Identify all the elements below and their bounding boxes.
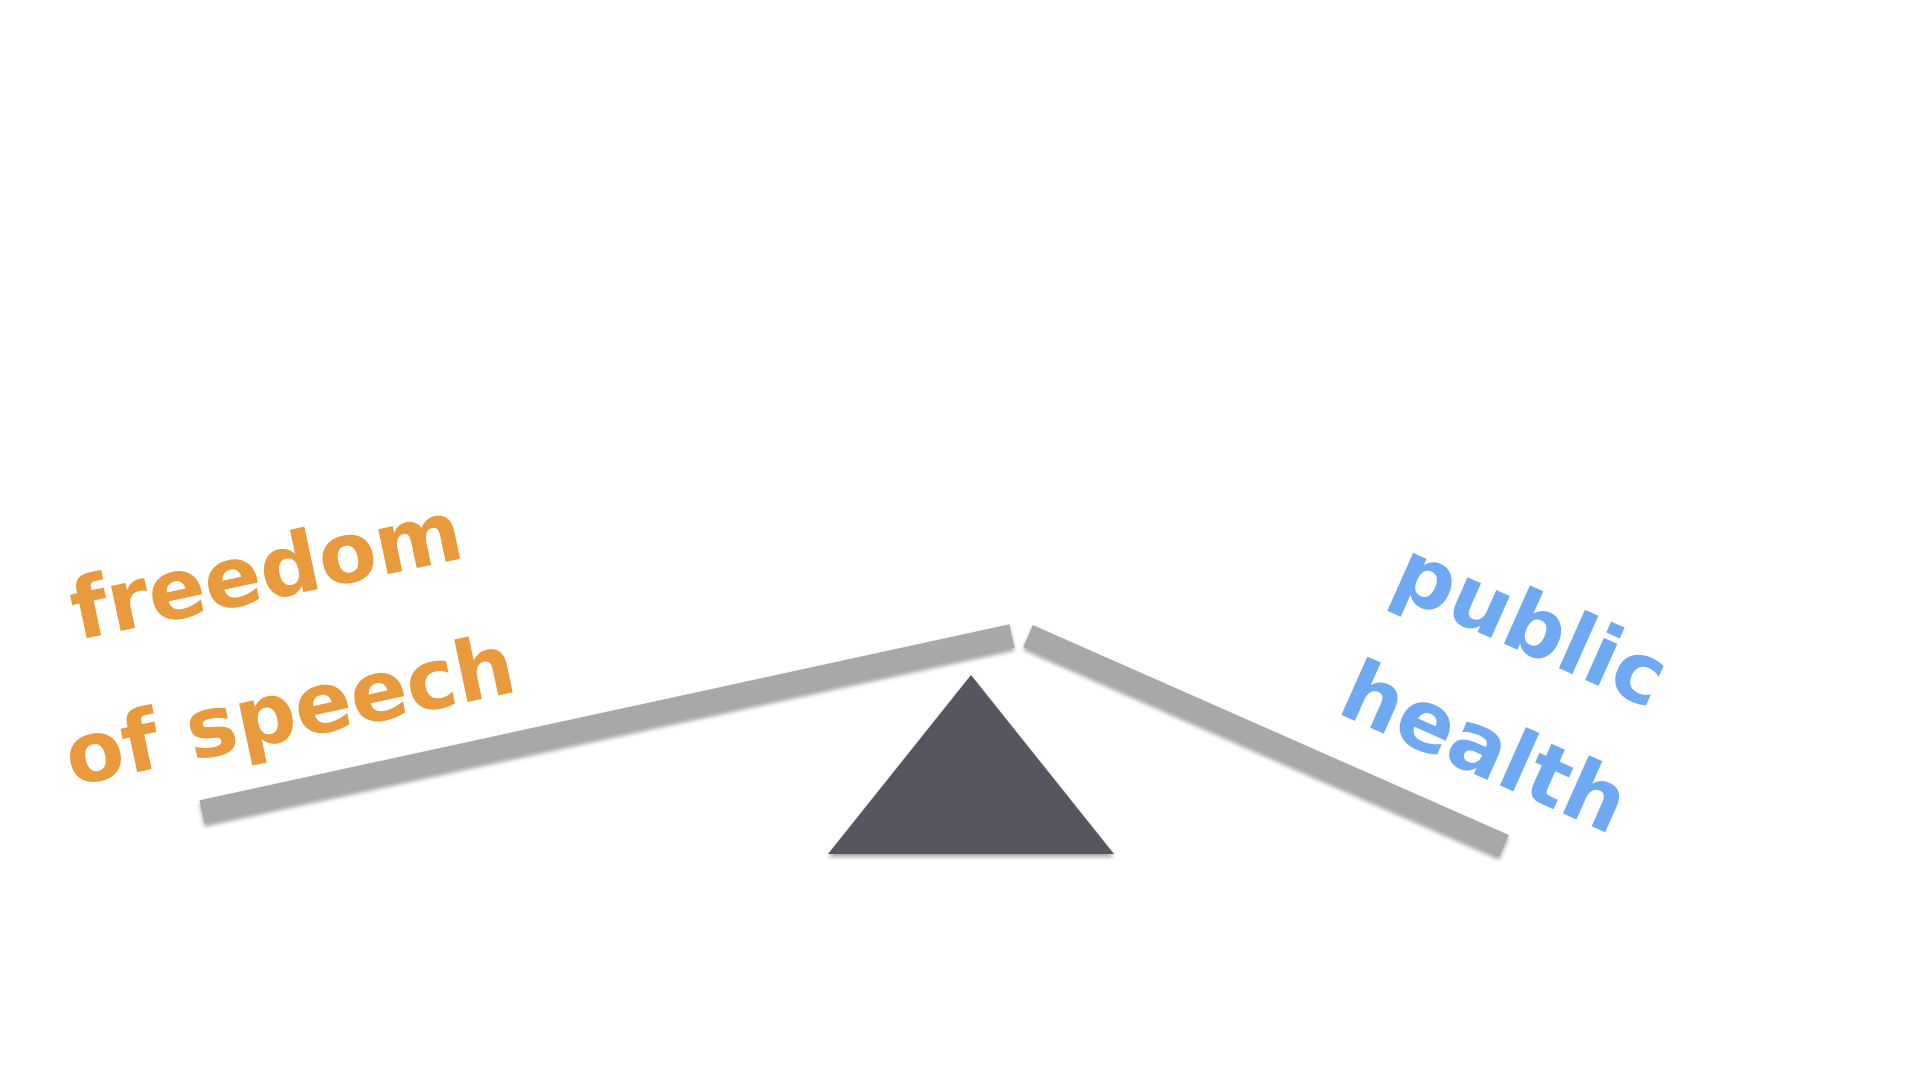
seesaw-beam-right	[1023, 625, 1509, 857]
seesaw-beam-left	[199, 624, 1015, 824]
left-label-line1: freedom	[62, 481, 471, 659]
fulcrum-triangle	[828, 675, 1114, 854]
